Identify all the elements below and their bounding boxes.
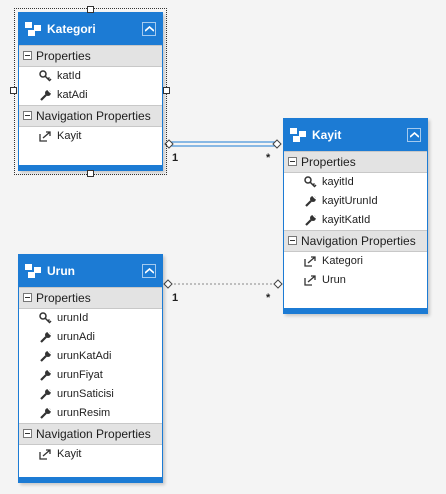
entity-footer bbox=[19, 477, 162, 482]
key-icon bbox=[304, 176, 317, 188]
property-row[interactable]: urunKatAdi bbox=[19, 347, 162, 366]
property-row[interactable]: katId bbox=[19, 67, 162, 86]
section-label: Navigation Properties bbox=[36, 427, 151, 441]
navigation-icon bbox=[304, 256, 316, 267]
property-row[interactable]: kayitUrunId bbox=[284, 192, 427, 211]
wrench-icon bbox=[305, 195, 317, 207]
collapse-button[interactable] bbox=[142, 264, 156, 278]
entity-title: Kategori bbox=[47, 22, 96, 36]
wrench-icon bbox=[305, 214, 317, 226]
navigation-row[interactable]: Kayit bbox=[19, 445, 162, 464]
wrench-icon bbox=[40, 388, 52, 400]
properties-section-header[interactable]: Properties bbox=[284, 151, 427, 173]
entity-title: Urun bbox=[47, 264, 75, 278]
resize-handle[interactable] bbox=[10, 87, 17, 94]
navigation-icon bbox=[304, 275, 316, 286]
navigation-row[interactable]: Kategori bbox=[284, 252, 427, 271]
association-end-diamond bbox=[273, 279, 283, 289]
navigation-name: Kayit bbox=[57, 448, 82, 460]
entity-urun[interactable]: Urun Properties urunId urunAdi urunKatAd… bbox=[18, 254, 163, 483]
property-name: kayitKatId bbox=[322, 214, 371, 226]
multiplicity-one: 1 bbox=[172, 152, 179, 164]
section-label: Navigation Properties bbox=[36, 109, 151, 123]
properties-section-header[interactable]: Properties bbox=[19, 287, 162, 309]
collapse-toggle-icon[interactable] bbox=[288, 236, 297, 245]
entity-icon bbox=[290, 128, 306, 142]
collapse-toggle-icon[interactable] bbox=[288, 157, 297, 166]
property-name: urunResim bbox=[57, 407, 111, 419]
navigation-icon bbox=[39, 449, 51, 460]
entity-icon bbox=[25, 22, 41, 36]
navigation-name: Urun bbox=[322, 274, 346, 286]
collapse-toggle-icon[interactable] bbox=[23, 429, 32, 438]
association-end-diamond bbox=[272, 139, 282, 149]
property-name: urunKatAdi bbox=[57, 350, 112, 362]
multiplicity-many: * bbox=[266, 152, 271, 164]
section-label: Properties bbox=[301, 155, 356, 169]
multiplicity-one: 1 bbox=[172, 292, 179, 304]
navigation-name: Kategori bbox=[322, 255, 363, 267]
property-row[interactable]: urunFiyat bbox=[19, 366, 162, 385]
entity-kayit[interactable]: Kayit Properties kayitId kayitUrunId kay… bbox=[283, 118, 428, 314]
chevron-up-icon bbox=[145, 268, 154, 274]
collapse-button[interactable] bbox=[407, 128, 421, 142]
chevron-up-icon bbox=[410, 132, 419, 138]
resize-handle[interactable] bbox=[163, 87, 170, 94]
collapse-toggle-icon[interactable] bbox=[23, 51, 32, 60]
navigation-icon bbox=[39, 131, 51, 142]
property-name: urunFiyat bbox=[57, 369, 103, 381]
wrench-icon bbox=[40, 89, 52, 101]
property-row[interactable]: urunId bbox=[19, 309, 162, 328]
entity-footer bbox=[284, 308, 427, 313]
navigation-row[interactable]: Urun bbox=[284, 271, 427, 290]
property-name: kayitUrunId bbox=[322, 195, 378, 207]
entity-header[interactable]: Kayit bbox=[284, 119, 427, 151]
association-end-diamond bbox=[163, 279, 173, 289]
section-label: Properties bbox=[36, 291, 91, 305]
collapse-toggle-icon[interactable] bbox=[23, 293, 32, 302]
entity-header[interactable]: Kategori bbox=[19, 13, 162, 45]
property-name: katId bbox=[57, 70, 81, 82]
property-row[interactable]: urunAdi bbox=[19, 328, 162, 347]
property-row[interactable]: urunResim bbox=[19, 404, 162, 423]
property-name: urunId bbox=[57, 312, 89, 324]
entity-icon bbox=[25, 264, 41, 278]
collapse-toggle-icon[interactable] bbox=[23, 111, 32, 120]
collapse-button[interactable] bbox=[142, 22, 156, 36]
section-label: Navigation Properties bbox=[301, 234, 416, 248]
property-name: katAdi bbox=[57, 89, 88, 101]
property-name: urunSaticisi bbox=[57, 388, 114, 400]
wrench-icon bbox=[40, 369, 52, 381]
entity-kategori[interactable]: Kategori Properties katId katAdi Navigat… bbox=[14, 8, 167, 175]
wrench-icon bbox=[40, 331, 52, 343]
entity-footer bbox=[19, 165, 162, 170]
key-icon bbox=[39, 312, 52, 324]
property-row[interactable]: katAdi bbox=[19, 86, 162, 105]
resize-handle[interactable] bbox=[87, 6, 94, 13]
chevron-up-icon bbox=[145, 26, 154, 32]
resize-handle[interactable] bbox=[87, 170, 94, 177]
navigation-section-header[interactable]: Navigation Properties bbox=[19, 105, 162, 127]
property-name: urunAdi bbox=[57, 331, 95, 343]
association-end-diamond bbox=[164, 139, 174, 149]
property-row[interactable]: urunSaticisi bbox=[19, 385, 162, 404]
property-name: kayitId bbox=[322, 176, 354, 188]
section-label: Properties bbox=[36, 49, 91, 63]
navigation-row[interactable]: Kayit bbox=[19, 127, 162, 146]
entity-header[interactable]: Urun bbox=[19, 255, 162, 287]
wrench-icon bbox=[40, 350, 52, 362]
entity-title: Kayit bbox=[312, 128, 342, 142]
property-row[interactable]: kayitId bbox=[284, 173, 427, 192]
properties-section-header[interactable]: Properties bbox=[19, 45, 162, 67]
wrench-icon bbox=[40, 407, 52, 419]
navigation-section-header[interactable]: Navigation Properties bbox=[284, 230, 427, 252]
multiplicity-many: * bbox=[266, 292, 271, 304]
key-icon bbox=[39, 70, 52, 82]
property-row[interactable]: kayitKatId bbox=[284, 211, 427, 230]
navigation-name: Kayit bbox=[57, 130, 82, 142]
navigation-section-header[interactable]: Navigation Properties bbox=[19, 423, 162, 445]
